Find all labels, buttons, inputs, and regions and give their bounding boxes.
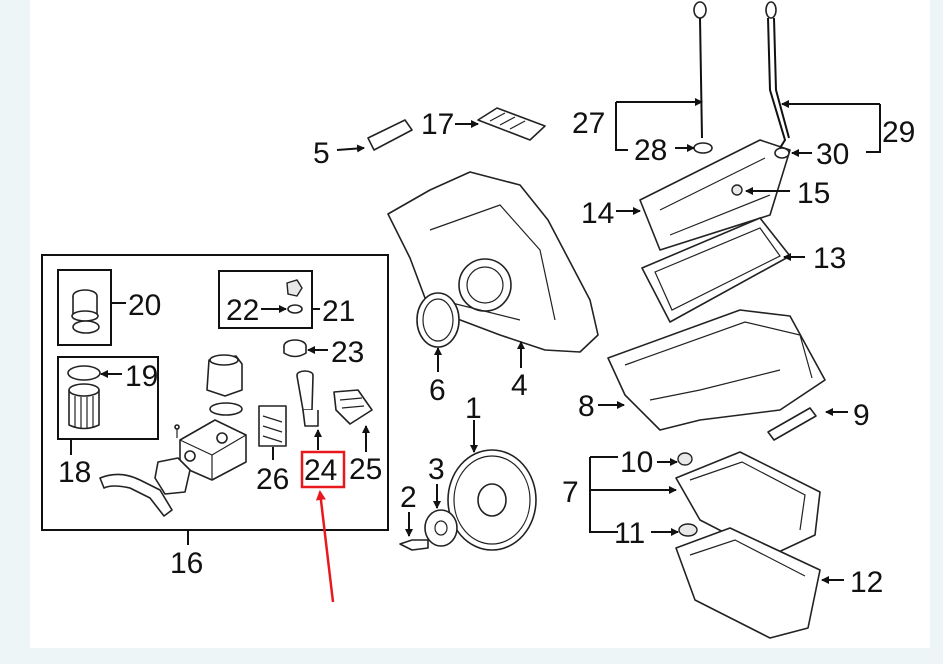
callout-26: 26: [256, 463, 289, 496]
group-box-19: [57, 356, 159, 440]
callout-17: 17: [421, 108, 454, 141]
drain-plug-part: [657, 452, 693, 466]
callout-3: 3: [428, 453, 445, 486]
callout-6: 6: [429, 374, 446, 407]
callout-13: 13: [813, 242, 846, 275]
timing-cover-part: [387, 171, 599, 368]
callout-28: 28: [634, 134, 667, 167]
callout-22: 22: [226, 294, 259, 327]
highlight-box-24: [300, 450, 346, 489]
sealant-tube-part: [336, 119, 413, 153]
callout-25: 25: [349, 453, 382, 486]
group-box-21: [218, 270, 313, 329]
callout-23: 23: [331, 336, 364, 369]
highlight-arrow-24: [315, 490, 335, 603]
oil-filter-element-part: [67, 365, 122, 430]
callout-11: 11: [614, 517, 645, 550]
callout-8: 8: [578, 390, 595, 423]
callout-10: 10: [620, 446, 653, 479]
valve-cover-gasket-part: [641, 217, 805, 323]
filter-cap-part: [71, 289, 118, 334]
callout-27: 27: [572, 107, 605, 140]
callout-21: 21: [322, 295, 355, 328]
bolt-part: [399, 512, 429, 551]
lower-oil-pan-part: [675, 451, 844, 639]
group-box-16: [41, 254, 389, 531]
cover-part: [333, 389, 373, 452]
callout-4: 4: [511, 369, 528, 402]
oil-level-sensor-part: [651, 523, 698, 537]
parts-diagram-canvas: 1 2 3 4 5 6 7 8 9 10 11 12 13 14 15 16 1…: [30, 0, 930, 648]
gasket-set-part: [258, 405, 287, 460]
sealant-tube-2-part: [767, 407, 848, 441]
housing-adapter-part: [206, 354, 243, 416]
flywheel-part: [447, 420, 537, 551]
seal-kit-part: [261, 279, 320, 314]
callout-14: 14: [581, 197, 614, 230]
callout-1: 1: [465, 392, 482, 425]
dipstick-tube-part: [765, 1, 881, 159]
callout-15: 15: [797, 177, 830, 210]
upper-oil-pan-part: [598, 309, 826, 431]
plug-part: [283, 339, 328, 358]
callout-19: 19: [125, 360, 158, 393]
callout-7: 7: [562, 476, 579, 509]
group-box-20: [57, 269, 112, 346]
callout-16: 16: [170, 547, 203, 580]
callout-24: 24: [304, 454, 337, 487]
callout-9: 9: [853, 399, 870, 432]
callout-12: 12: [850, 566, 883, 599]
oil-filter-housing-part: [99, 419, 247, 517]
dipstick-part: [615, 1, 713, 154]
callout-20: 20: [128, 289, 161, 322]
callout-29: 29: [882, 116, 915, 149]
callout-2: 2: [400, 481, 417, 514]
valve-cover-part: [616, 139, 791, 251]
crankshaft-seal-part: [416, 292, 460, 372]
drive-plate-part: [424, 484, 458, 547]
callout-18: 18: [58, 456, 91, 489]
oil-pipe-part: [296, 370, 322, 450]
emission-label-part: [455, 107, 546, 141]
callout-30: 30: [816, 138, 849, 171]
callout-5: 5: [313, 137, 330, 170]
